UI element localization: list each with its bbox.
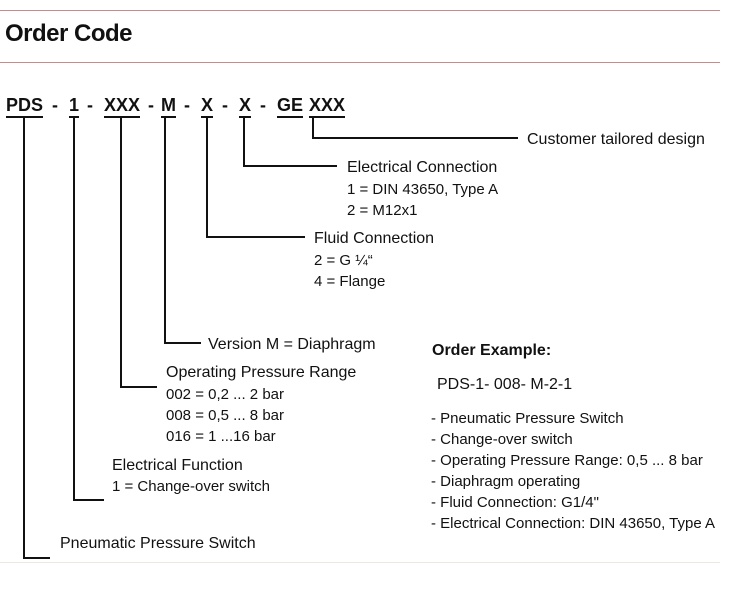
title-rule — [0, 62, 720, 63]
example-item: - Change-over switch — [431, 431, 573, 448]
code-sep: - — [260, 95, 266, 115]
connector-electrical — [243, 118, 337, 167]
pressure-range-option: 008 = 0,5 ... 8 bar — [166, 407, 285, 424]
base-product-label: Pneumatic Pressure Switch — [60, 535, 256, 552]
fluid-connection-option: 4 = Flange — [314, 273, 386, 290]
pressure-range-option: 002 = 0,2 ... 2 bar — [166, 386, 285, 403]
code-part-pds: PDS — [6, 95, 44, 118]
code-part-pressure: XXX — [104, 95, 141, 118]
top-rule — [0, 10, 720, 11]
connector-base — [23, 118, 50, 559]
fluid-connection-title: Fluid Connection — [314, 230, 435, 247]
page-title: Order Code — [5, 20, 133, 47]
code-sep: - — [148, 95, 154, 115]
electrical-connection-option: 1 = DIN 43650, Type A — [347, 181, 499, 198]
code-sep: - — [87, 95, 93, 115]
connector-custom — [312, 118, 518, 139]
connector-version — [164, 118, 201, 344]
code-part-version: M — [161, 95, 176, 118]
pressure-range-option: 016 = 1 ...16 bar — [166, 428, 276, 445]
code-part-fluid: X — [201, 95, 214, 118]
code-part-ge: GE — [277, 95, 304, 118]
bottom-rule — [0, 562, 720, 563]
electrical-function-option: 1 = Change-over switch — [112, 478, 270, 495]
electrical-connection-title: Electrical Connection — [347, 159, 498, 176]
code-part-function: 1 — [69, 95, 80, 118]
code-sep: - — [52, 95, 58, 115]
pressure-range-title: Operating Pressure Range — [166, 364, 357, 381]
code-sep: - — [222, 95, 228, 115]
electrical-connection-option: 2 = M12x1 — [347, 202, 418, 219]
electrical-function-title: Electrical Function — [112, 457, 243, 474]
fluid-connection-option: 2 = G ¼“ — [314, 252, 373, 269]
example-item: - Fluid Connection: G1/4" — [431, 494, 599, 511]
example-item: - Operating Pressure Range: 0,5 ... 8 ba… — [431, 452, 703, 469]
version-label: Version M = Diaphragm — [208, 336, 376, 353]
code-part-electrical: X — [239, 95, 252, 118]
code-sep: - — [184, 95, 190, 115]
example-title: Order Example: — [432, 342, 552, 359]
connector-pressure — [120, 118, 157, 388]
example-item: - Pneumatic Pressure Switch — [431, 410, 624, 427]
customer-design-label: Customer tailored design — [527, 131, 705, 148]
code-part-custom: XXX — [309, 95, 346, 118]
connector-fluid — [206, 118, 305, 238]
connector-function — [73, 118, 104, 501]
example-item: - Electrical Connection: DIN 43650, Type… — [431, 515, 716, 532]
example-code: PDS-1- 008- M-2-1 — [437, 376, 573, 393]
example-item: - Diaphragm operating — [431, 473, 581, 490]
